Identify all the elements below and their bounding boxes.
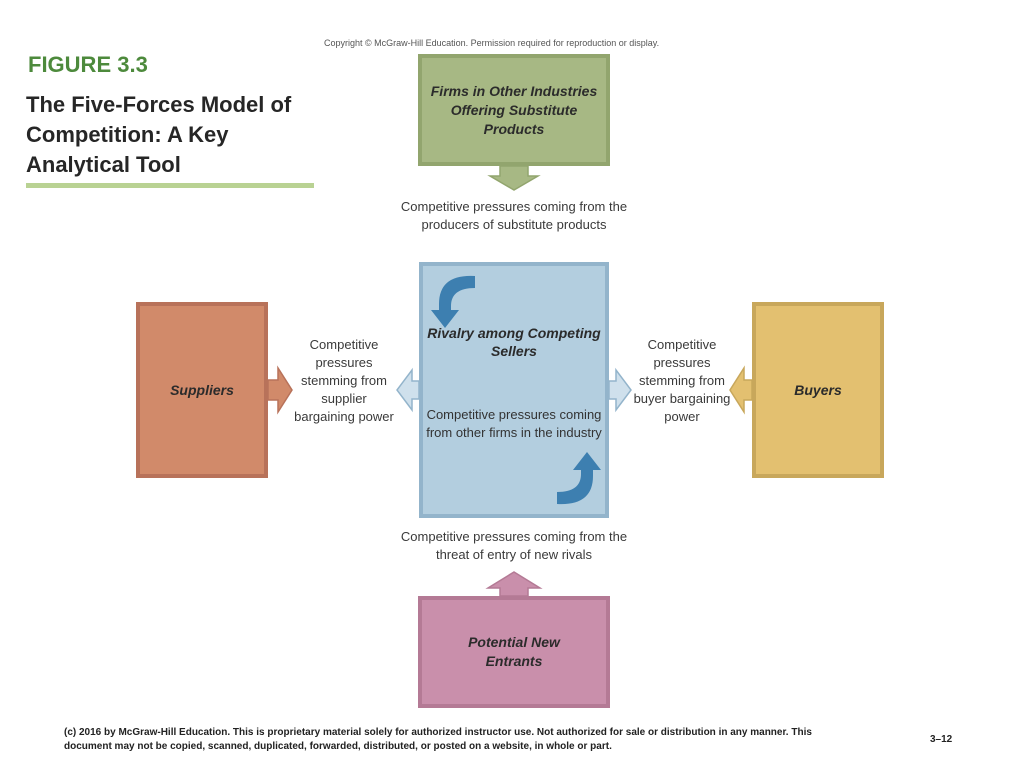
figure-label: FIGURE 3.3 [28,52,148,77]
pressure-text-suppliers: Competitive pressures stemming from supp… [294,337,394,424]
rivalry-cycle-arrows [431,275,601,505]
pressure-text-substitutes: Competitive pressures coming from the pr… [400,199,628,232]
suppliers-box: Suppliers [136,302,268,478]
arrow-left-from-buyers [729,365,753,415]
page-number: 3–12 [930,734,953,745]
new-entrants-box: Potential New Entrants [418,596,610,708]
footer-notice: (c) 2016 by McGraw-Hill Education. This … [64,727,812,752]
arrow-left-from-rivalry [396,367,420,413]
buyers-box: Buyers [752,302,884,478]
buyers-label: Buyers [794,381,842,398]
arrow-up-from-new-entrants [485,571,543,597]
pressure-text-new-entrants: Competitive pressures coming from the th… [400,529,628,562]
rivalry-text: Competitive pressures coming from other … [426,407,602,440]
curved-arrow-bottom-icon [557,452,601,505]
curved-arrow-top-icon [431,275,475,328]
arrow-right-from-suppliers [267,365,293,415]
suppliers-label: Suppliers [170,381,234,398]
pressure-text-buyers: Competitive pressures stemming from buye… [633,337,731,424]
copyright-notice: Copyright © McGraw-Hill Education. Permi… [324,38,660,48]
substitutes-box: Firms in Other Industries Offering Subst… [418,54,610,166]
title-underline [26,183,314,188]
substitutes-label: Firms in Other Industries Offering Subst… [430,82,598,137]
arrow-right-from-rivalry [608,367,632,413]
rivalry-title: Rivalry among Competing Sellers [427,325,601,359]
rivalry-box: Rivalry among Competing Sellers Competit… [419,262,609,518]
figure-title: The Five-Forces Model of Competition: A … [26,92,292,177]
new-entrants-label: Potential New Entrants [468,634,560,669]
arrow-down-from-substitutes [487,165,541,191]
